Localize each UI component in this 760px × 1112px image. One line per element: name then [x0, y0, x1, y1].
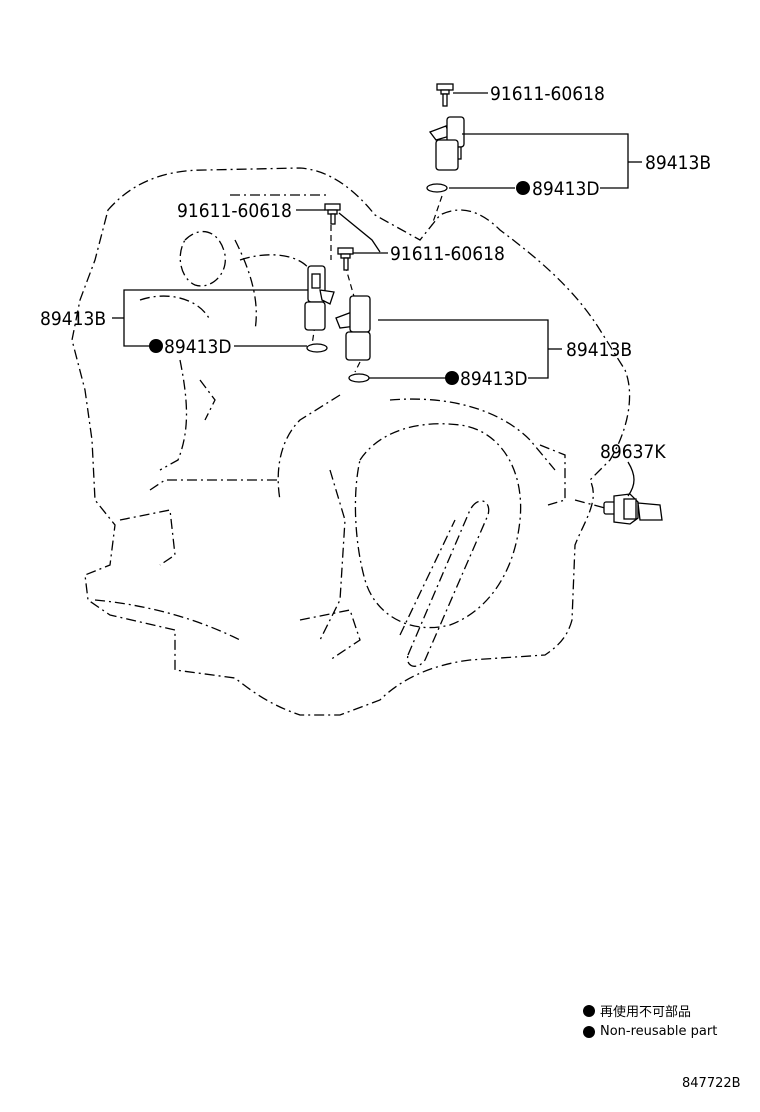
callout-sensor-right[interactable]: 89637K [600, 441, 666, 463]
sensor-right-icon [603, 493, 663, 525]
bolt-top-icon [436, 83, 454, 107]
oring-mid-icon [348, 373, 370, 383]
bolt-left-icon [324, 203, 341, 225]
legend: 再使用不可部品 Non-reusable part [583, 1000, 717, 1042]
nonreusable-dot-icon [445, 371, 459, 385]
callout-oring-left[interactable]: 89413D [164, 336, 232, 358]
oring-left-icon [306, 343, 328, 353]
callout-sensor-left[interactable]: 89413B [40, 308, 106, 330]
leader-lines [112, 92, 642, 497]
nonreusable-dot-icon [516, 181, 530, 195]
illustration-code: 847722B [682, 1076, 741, 1091]
sensor-mid-icon [335, 295, 371, 361]
callout-bolt-mid[interactable]: 91611-60618 [390, 243, 505, 265]
legend-en-label: Non-reusable part [600, 1024, 718, 1039]
legend-row-en: Non-reusable part [583, 1021, 717, 1042]
callout-sensor-mid[interactable]: 89413B [566, 339, 632, 361]
nonreusable-dot-icon [583, 1025, 595, 1038]
nonreusable-dot-icon [583, 1004, 595, 1017]
callout-bolt-top[interactable]: 91611-60618 [490, 83, 605, 105]
legend-row-jp: 再使用不可部品 [583, 1000, 717, 1021]
bolt-mid-icon [337, 247, 354, 271]
callout-bolt-left[interactable]: 91611-60618 [177, 200, 292, 222]
callout-sensor-top[interactable]: 89413B [645, 152, 711, 174]
oring-top-icon [426, 183, 448, 193]
sensor-left-icon [304, 265, 335, 331]
callout-oring-mid[interactable]: 89413D [460, 368, 528, 390]
legend-jp-label: 再使用不可部品 [600, 1005, 692, 1020]
transmission-housing [71, 167, 631, 716]
nonreusable-dot-icon [149, 339, 163, 353]
callout-oring-top[interactable]: 89413D [532, 178, 600, 200]
sensor-top-icon [428, 116, 465, 171]
